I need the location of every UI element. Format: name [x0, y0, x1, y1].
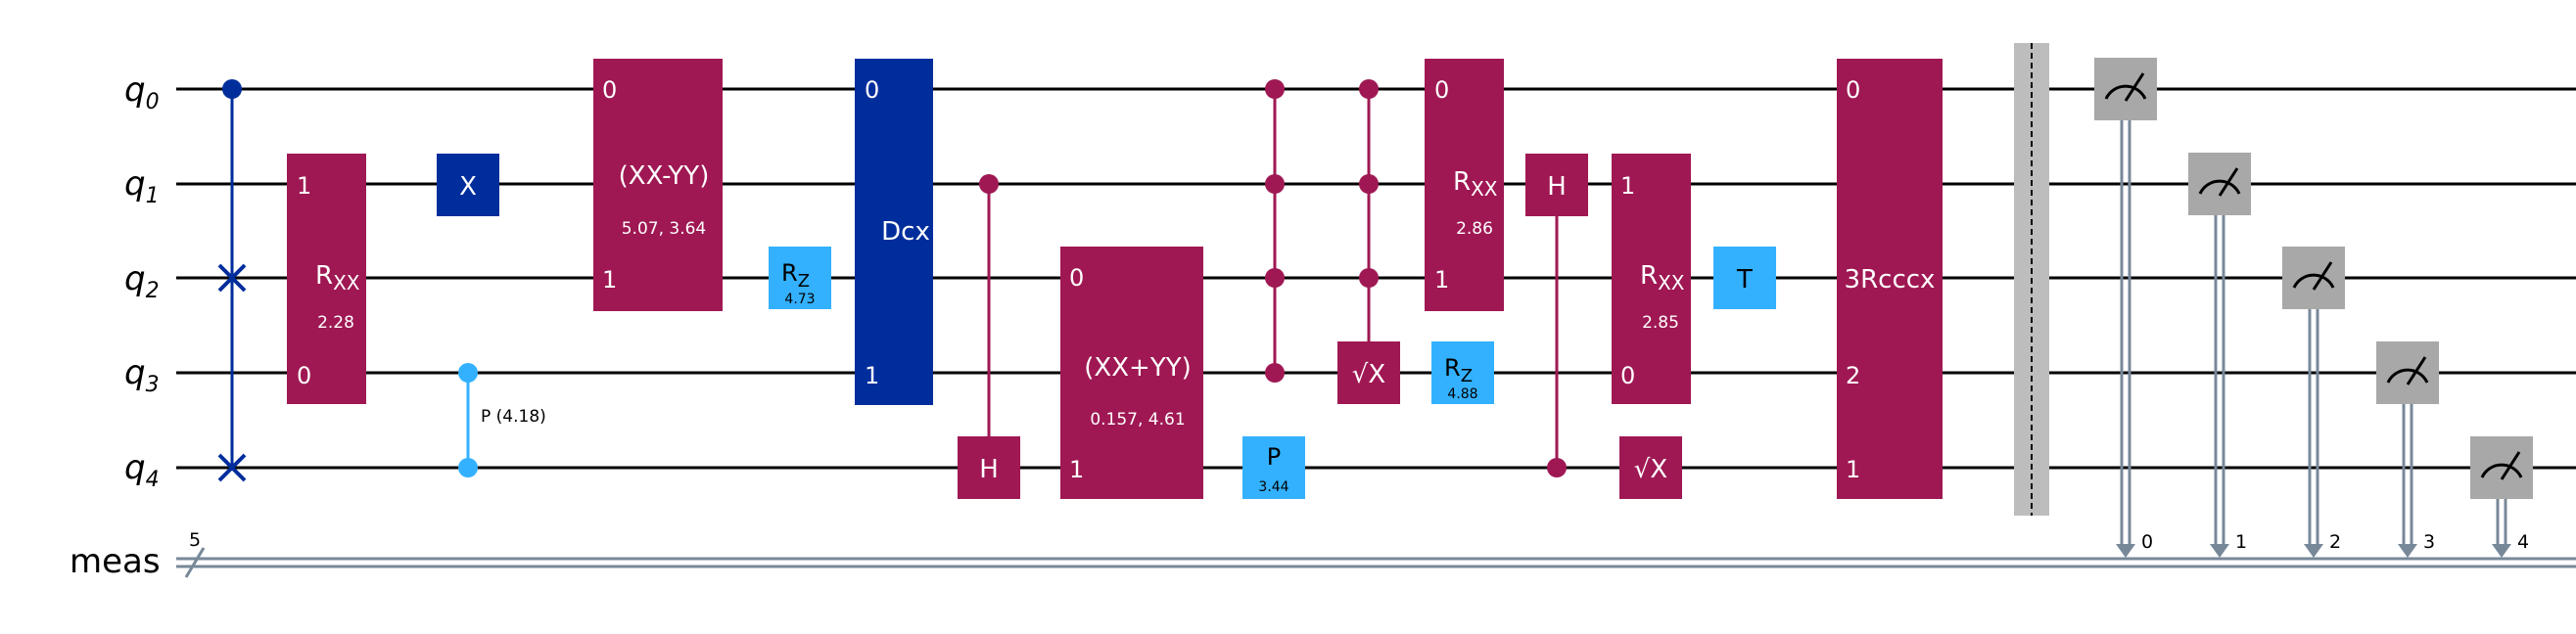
- svg-text:RZ: RZ: [1444, 354, 1473, 386]
- svg-text:1: 1: [1069, 456, 1084, 483]
- meter-icon: [2198, 179, 2241, 195]
- svg-text:0: 0: [1846, 76, 1860, 104]
- measure-gate-q2: 2: [2282, 247, 2345, 558]
- multi-controlled-sx: √X: [1337, 79, 1400, 404]
- bus-slash: [184, 547, 206, 578]
- controlled-h-gate: H: [958, 174, 1020, 499]
- svg-text:H: H: [979, 455, 999, 484]
- svg-text:(XX+YY): (XX+YY): [1084, 353, 1191, 383]
- svg-text:√X: √X: [1352, 360, 1385, 389]
- measure-index-label: 2: [2329, 531, 2341, 553]
- qubit-label-q0: q0: [124, 70, 160, 114]
- meter-icon: [2480, 463, 2523, 478]
- swap-cross-q2: [217, 263, 247, 293]
- svg-text:1: 1: [297, 172, 311, 200]
- sx-gate: √X: [1619, 436, 1682, 499]
- rxx-gate-1: 1 0 RXX 2.28: [287, 154, 366, 404]
- qubit-label-q3: q3: [124, 353, 160, 397]
- measure-arrow-icon: [2492, 544, 2511, 558]
- svg-text:Dcx: Dcx: [881, 217, 930, 247]
- svg-text:0: 0: [602, 76, 617, 104]
- p-gate: P 3.44: [1242, 436, 1305, 499]
- svg-text:√X: √X: [1634, 455, 1667, 484]
- classical-register-label: meas: [70, 542, 161, 581]
- multi-controlled-z: [1265, 79, 1285, 383]
- classical-wire: 5: [176, 529, 2576, 578]
- barrier: [2014, 43, 2049, 516]
- svg-text:0: 0: [1620, 362, 1635, 389]
- svg-text:0: 0: [297, 362, 311, 389]
- svg-text:0: 0: [1434, 76, 1449, 104]
- qubit-label-q4: q4: [124, 448, 160, 492]
- swap-cross-q4: [217, 453, 247, 482]
- cphase-gate: P (4.18): [458, 363, 546, 477]
- meter-icon: [2104, 84, 2147, 100]
- rxx-gate-2: 0 1 RXX 2.86: [1425, 59, 1504, 311]
- rxx-gate-3: 1 0 RXX 2.85: [1612, 154, 1691, 404]
- rxx-label: RXX: [315, 261, 360, 294]
- qubit-labels: q0 q1 q2 q3 q4 meas: [70, 70, 161, 581]
- svg-text:1: 1: [602, 266, 617, 294]
- x-gate: X: [437, 154, 499, 216]
- svg-text:(XX-YY): (XX-YY): [619, 161, 710, 191]
- t-gate: T: [1713, 247, 1776, 309]
- qubit-label-q2: q2: [124, 259, 160, 303]
- svg-text:0.157, 4.61: 0.157, 4.61: [1090, 410, 1185, 430]
- svg-text:3Rcccx: 3Rcccx: [1845, 265, 1936, 294]
- measure-arrow-icon: [2304, 544, 2323, 558]
- svg-text:2.85: 2.85: [1642, 313, 1679, 333]
- svg-text:1: 1: [1846, 456, 1860, 483]
- measure-arrow-icon: [2210, 544, 2229, 558]
- svg-text:5.07, 3.64: 5.07, 3.64: [622, 219, 707, 239]
- measure-index-label: 4: [2517, 531, 2529, 553]
- svg-text:2.86: 2.86: [1456, 219, 1493, 239]
- cswap-gate: [217, 79, 247, 482]
- dcx-gate: 0 1 Dcx: [855, 59, 933, 405]
- measure-index-label: 0: [2141, 531, 2153, 553]
- qubit-label-q1: q1: [124, 164, 160, 208]
- controlled-h-gate-2: H: [1525, 154, 1588, 477]
- measure-gate-q1: 1: [2188, 153, 2251, 558]
- measure-index-label: 3: [2423, 531, 2435, 553]
- svg-text:4.73: 4.73: [784, 292, 815, 307]
- measure-arrow-icon: [2116, 544, 2135, 558]
- svg-text:3.44: 3.44: [1258, 479, 1288, 495]
- svg-text:1: 1: [1434, 266, 1449, 294]
- rcccx-gate: 0 2 1 3Rcccx: [1837, 59, 1943, 499]
- classical-register-size: 5: [189, 529, 201, 551]
- measure-arrow-icon: [2398, 544, 2417, 558]
- control-dot: [222, 79, 242, 99]
- rz-gate-2: RZ 4.88: [1431, 341, 1494, 404]
- rz-gate-1: RZ 4.73: [769, 247, 831, 309]
- measure-gate-q4: 4: [2470, 436, 2533, 558]
- measurements: 0 1 2 3 4: [2094, 58, 2533, 558]
- svg-text:H: H: [1547, 172, 1567, 202]
- xx-minus-yy-gate: 0 1 (XX-YY) 5.07, 3.64: [593, 59, 723, 311]
- svg-text:2: 2: [1846, 362, 1860, 389]
- svg-text:T: T: [1736, 265, 1753, 294]
- svg-text:RXX: RXX: [1640, 261, 1685, 294]
- svg-text:2.28: 2.28: [317, 313, 354, 333]
- svg-text:0: 0: [1069, 264, 1084, 292]
- measure-gate-q3: 3: [2376, 341, 2439, 558]
- meter-icon: [2386, 368, 2429, 384]
- svg-text:0: 0: [865, 76, 879, 104]
- svg-text:X: X: [459, 172, 477, 202]
- xx-plus-yy-gate: 0 1 (XX+YY) 0.157, 4.61: [1060, 247, 1203, 499]
- svg-text:RXX: RXX: [1453, 167, 1498, 201]
- svg-text:RZ: RZ: [781, 259, 810, 292]
- svg-text:1: 1: [1620, 172, 1635, 200]
- svg-text:1: 1: [865, 362, 879, 389]
- svg-text:P: P: [1267, 443, 1281, 471]
- meter-icon: [2292, 273, 2335, 289]
- measure-index-label: 1: [2235, 531, 2247, 553]
- svg-text:4.88: 4.88: [1447, 386, 1477, 402]
- svg-text:P (4.18): P (4.18): [481, 407, 546, 427]
- measure-gate-q0: 0: [2094, 58, 2157, 558]
